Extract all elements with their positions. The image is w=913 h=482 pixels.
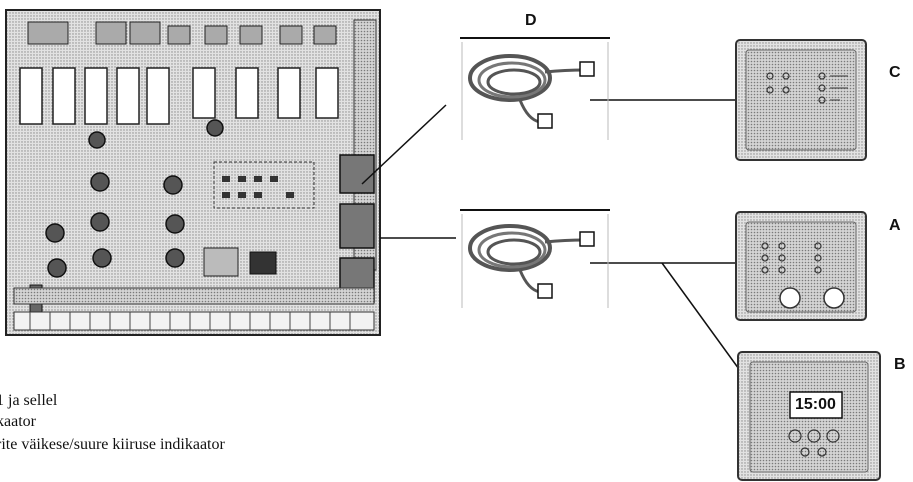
indicator-leds xyxy=(222,176,294,198)
label-cable-d: D xyxy=(525,12,537,29)
rj-jacks xyxy=(339,154,375,303)
plug-icon xyxy=(537,283,553,299)
knobs xyxy=(45,119,224,278)
socket-right xyxy=(249,251,277,275)
relays xyxy=(19,67,339,125)
label-panel-a: A xyxy=(889,217,901,234)
panel-b xyxy=(737,351,881,481)
indicator-block xyxy=(213,161,315,209)
caption-line-3: rite väikese/suure kiiruse indikaator xyxy=(0,436,225,453)
clock-display xyxy=(789,391,843,419)
terminal-pins xyxy=(29,312,351,330)
label-panel-c: C xyxy=(889,64,901,81)
terminal-strip-top xyxy=(13,287,375,305)
panel-button xyxy=(779,287,801,309)
socket-left xyxy=(203,247,239,277)
caption-line-1: 1 ja sellel xyxy=(0,392,58,409)
caption-line-2: kaator xyxy=(0,413,36,430)
plug-icon xyxy=(579,231,595,247)
top-connectors xyxy=(27,21,337,45)
panel-button xyxy=(823,287,845,309)
controller-board xyxy=(5,9,381,336)
panel-c xyxy=(735,39,867,161)
label-panel-b: B xyxy=(894,356,906,373)
cable-bottom xyxy=(460,209,610,308)
clock-time: 15:00 xyxy=(795,396,836,413)
terminal-strip-bottom xyxy=(13,311,375,331)
plug-icon xyxy=(537,113,553,129)
plug-icon xyxy=(579,61,595,77)
panel-a xyxy=(735,211,867,321)
connection-lines xyxy=(361,99,745,377)
cable-top xyxy=(460,37,610,140)
